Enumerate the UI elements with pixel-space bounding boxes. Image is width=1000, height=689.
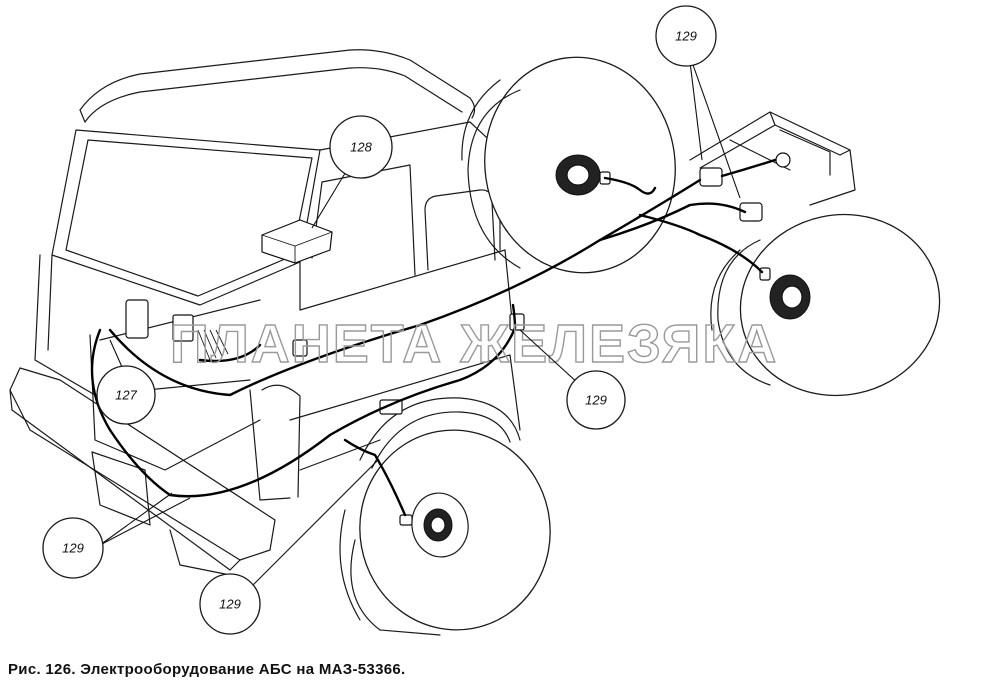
rear-wheel-right <box>710 213 941 397</box>
figure-caption: Рис. 126. Электрооборудование АБС на МАЗ… <box>8 661 406 678</box>
callout-129-mid-label: 129 <box>585 393 607 408</box>
rear-wheel-left <box>461 56 676 274</box>
watermark: ПЛАНЕТА ЖЕЛЕЗЯКА <box>170 314 778 374</box>
callout-127: 127 <box>96 365 156 425</box>
abs-components <box>125 152 791 526</box>
callout-129-bottom-label: 129 <box>219 597 241 612</box>
callout-129-left: 129 <box>42 517 104 579</box>
leader-lines <box>99 61 741 589</box>
chassis-frame <box>689 111 856 206</box>
callout-129-top-label: 129 <box>675 29 697 44</box>
callout-129-left-label: 129 <box>62 541 84 556</box>
callout-129-bottom: 129 <box>199 573 261 635</box>
callout-129-top: 129 <box>655 5 717 67</box>
callout-127-label: 127 <box>115 388 137 403</box>
wiring-harness <box>90 158 777 517</box>
front-wheel <box>339 429 551 636</box>
front-fender <box>359 397 521 469</box>
callout-128-label: 128 <box>350 140 372 155</box>
callout-129-mid: 129 <box>566 370 626 430</box>
callout-128: 128 <box>329 115 393 179</box>
